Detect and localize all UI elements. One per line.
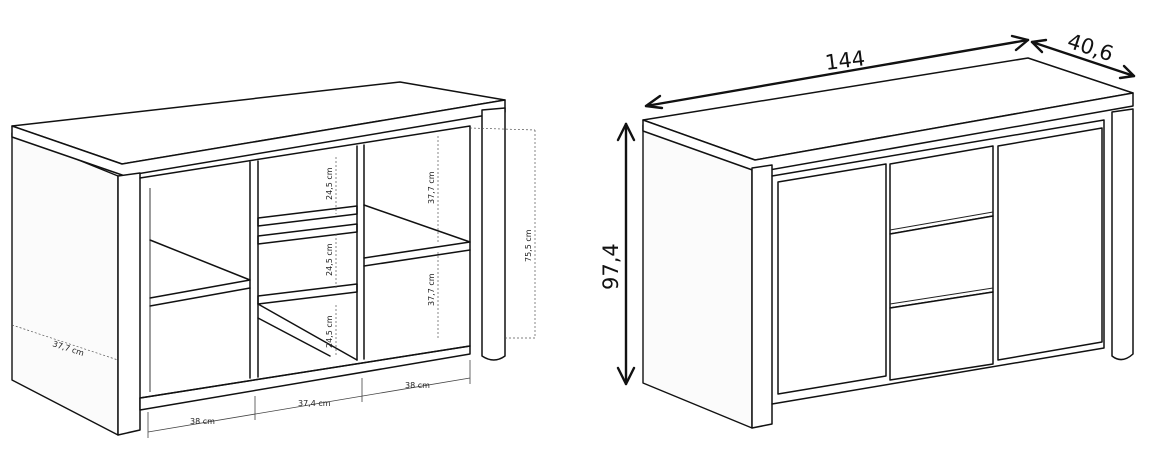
side-panel bbox=[11, 132, 119, 436]
closed-left-post bbox=[751, 164, 773, 429]
front-left-post bbox=[117, 172, 141, 436]
closed-front-frame bbox=[771, 119, 1105, 405]
left-door bbox=[777, 163, 887, 395]
right-shelves bbox=[363, 204, 471, 267]
label-width-right: 38 cm bbox=[405, 381, 430, 390]
right-post bbox=[481, 107, 506, 361]
label-shelf-mid: 24,5 cm bbox=[325, 243, 334, 276]
width-arrow bbox=[644, 38, 1030, 108]
label-height: 97,4 bbox=[599, 243, 623, 290]
label-right-upper: 37,7 cm bbox=[427, 171, 436, 204]
middle-drawer-2 bbox=[257, 223, 358, 245]
drawer-bottom bbox=[889, 291, 994, 381]
label-width: 144 bbox=[824, 46, 867, 75]
middle-drawer-1 bbox=[257, 205, 358, 227]
label-interior-height: 75,5 cm bbox=[524, 229, 533, 262]
width-dim-lines bbox=[147, 360, 471, 438]
left-shelves bbox=[149, 239, 251, 307]
open-sideboard-drawing: 37,7 cm 24,5 cm 24,5 cm 24,5 cm 37,7 cm … bbox=[11, 81, 536, 438]
interior-height-dim bbox=[469, 127, 536, 339]
label-shelf-bottom: 24,5 cm bbox=[325, 315, 334, 348]
label-width-middle: 37,4 cm bbox=[298, 399, 331, 408]
middle-drawer-3 bbox=[257, 283, 358, 305]
closed-side-panel bbox=[642, 124, 753, 429]
divider-left bbox=[249, 160, 259, 379]
depth-arrow bbox=[1030, 40, 1136, 78]
depth-dim-line bbox=[11, 324, 119, 361]
label-shelf-top: 24,5 cm bbox=[325, 167, 334, 200]
middle-lower-lines bbox=[257, 303, 358, 361]
label-right-lower: 37,7 cm bbox=[427, 273, 436, 306]
divider-right bbox=[356, 144, 365, 361]
drawer-grooves bbox=[889, 211, 994, 305]
closed-right-post bbox=[1111, 108, 1134, 361]
right-door bbox=[997, 127, 1103, 361]
closed-top-edge bbox=[642, 92, 1134, 173]
label-width-left: 38 cm bbox=[190, 417, 215, 426]
closed-sideboard-drawing: 144 40,6 97,4 bbox=[599, 29, 1136, 429]
cabinet-frame bbox=[139, 125, 471, 399]
